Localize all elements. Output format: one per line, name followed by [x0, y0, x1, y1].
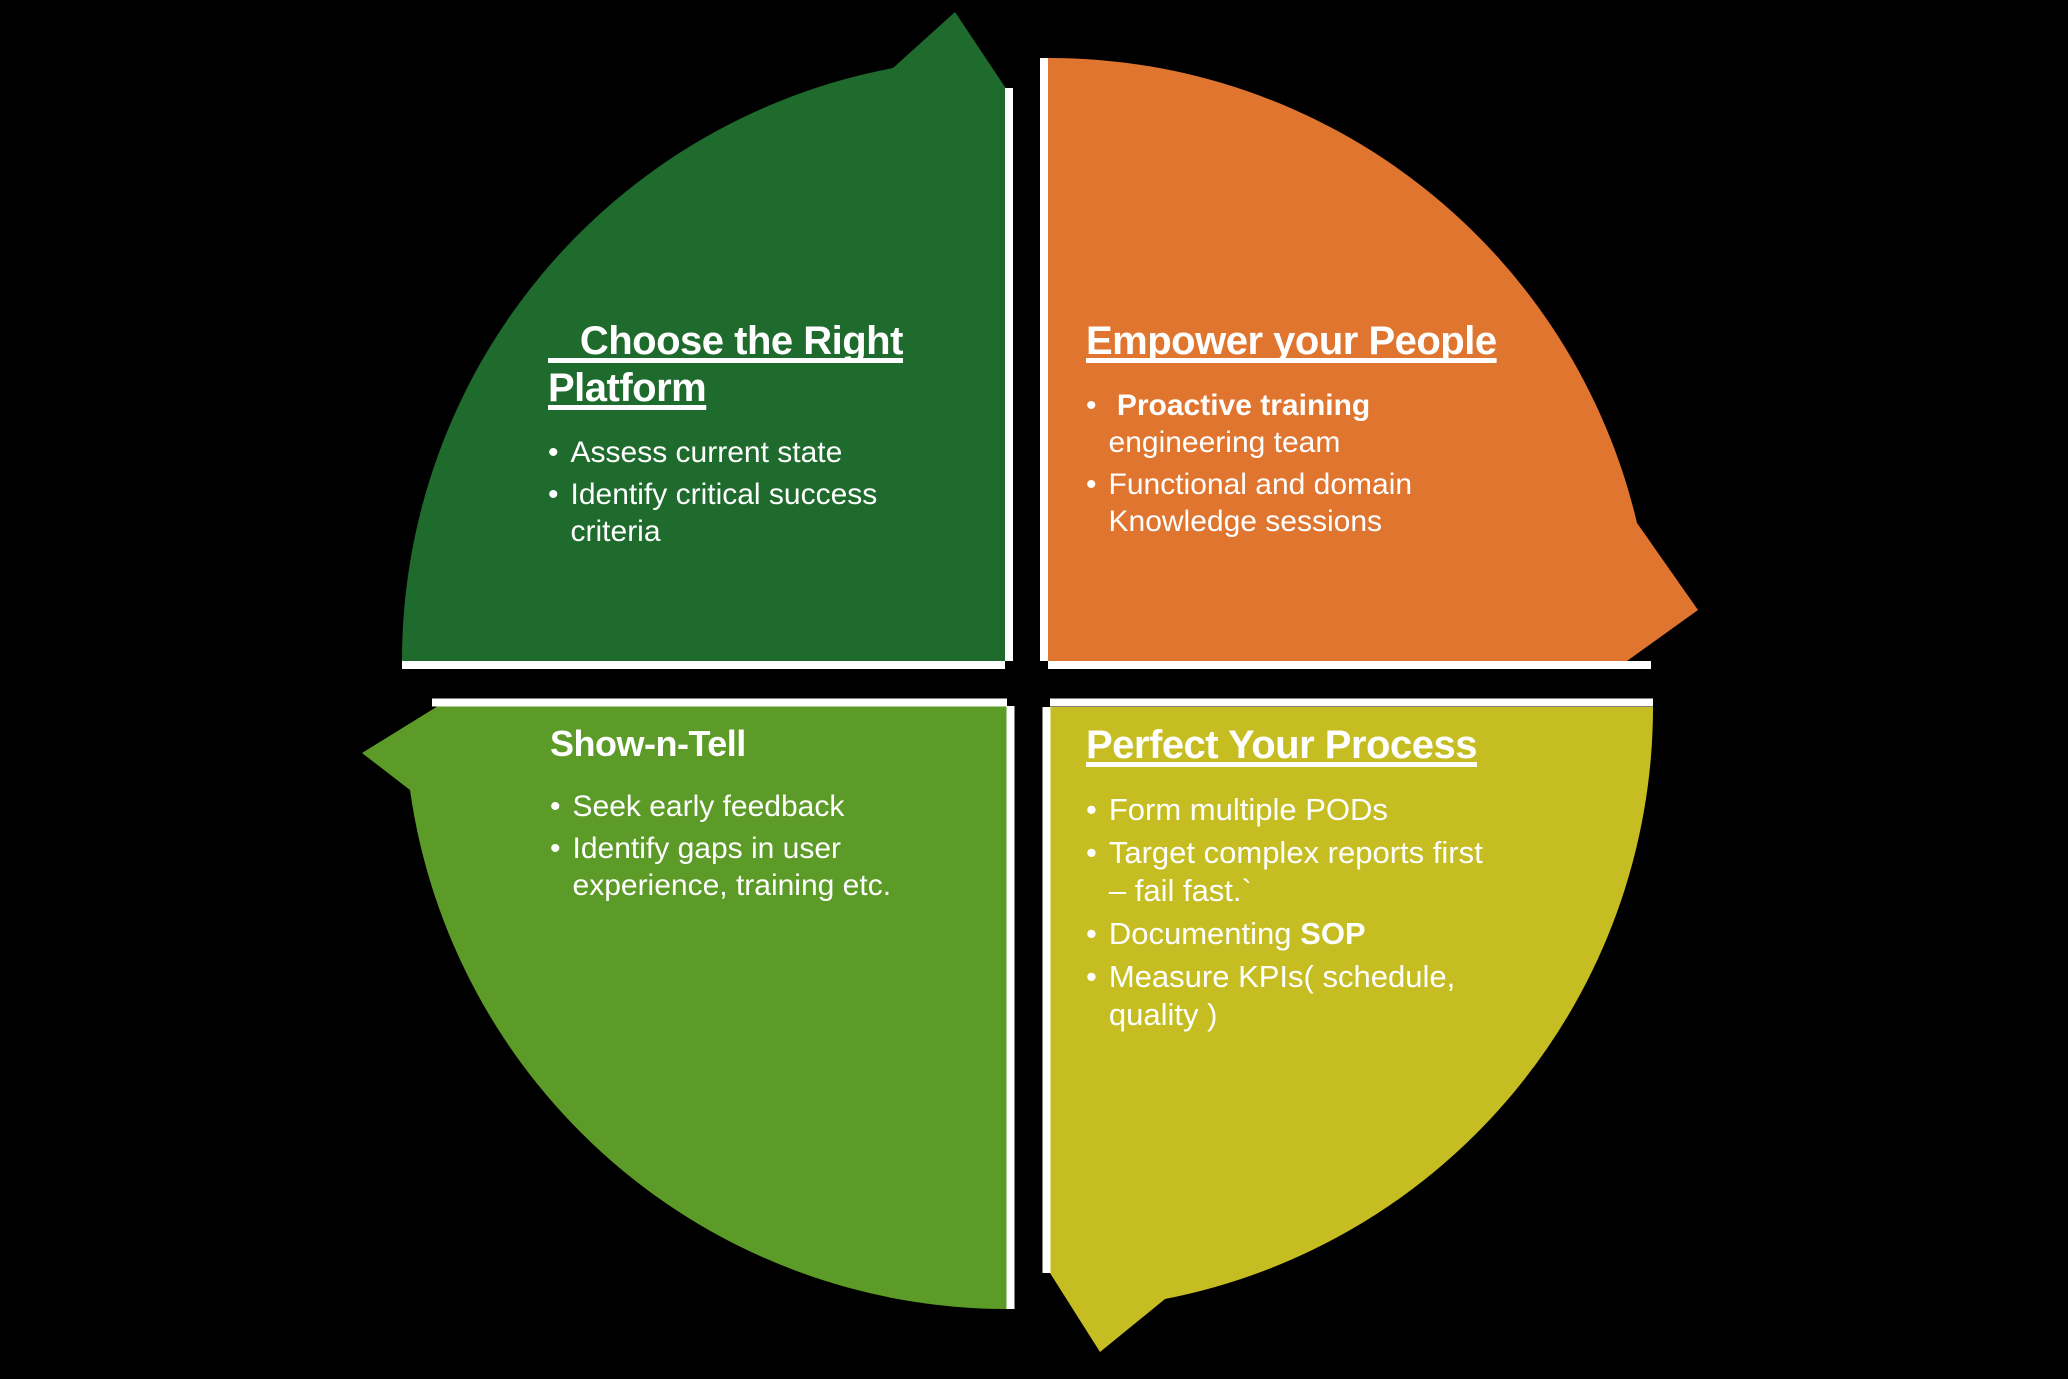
title-line: Perfect Your Process: [1086, 723, 1477, 767]
bullet-text: Target complex reports first – fail fast…: [1109, 834, 1626, 910]
bullet-line: quality ): [1108, 997, 1218, 1032]
title-line: Show-n-Tell: [550, 723, 746, 764]
bullet-icon: •: [550, 832, 561, 865]
bullet-text: Proactive training engineering team: [1109, 387, 1586, 461]
bullet-segment-bold: SOP: [1300, 916, 1366, 951]
bullet-line: engineering team: [1108, 426, 1341, 459]
bullet-line: experience, training etc.: [572, 869, 892, 902]
quadrant-title-show-n-tell: Show-n-Tell: [550, 722, 1030, 766]
title-line: Choose the Right: [548, 319, 904, 363]
quadrant-title-empower-people: Empower your People: [1086, 318, 1586, 365]
bullet-line: Form multiple PODs: [1108, 792, 1388, 827]
bullet-icon: •: [1086, 916, 1097, 951]
bullet-segment: Documenting: [1108, 916, 1301, 951]
bullet-icon: •: [1086, 835, 1097, 870]
bullet-icon: •: [1086, 959, 1097, 994]
quadrant-title-choose-platform: Choose the Right Platform: [548, 318, 1028, 412]
bullet-text: Seek early feedback: [573, 788, 1030, 825]
bullet-text: Form multiple PODs: [1109, 791, 1626, 829]
bullet-line: Knowledge sessions: [1108, 505, 1383, 538]
quadrant-choose-platform-text: Choose the Right Platform • Assess curre…: [548, 318, 1028, 550]
bullet-line: Assess current state: [570, 436, 843, 469]
list-item: • Identify gaps in user experience, trai…: [550, 830, 1030, 904]
list-item: • Proactive training engineering team: [1086, 387, 1586, 461]
bullet-text: Identify gaps in user experience, traini…: [573, 830, 1030, 904]
list-item: • Form multiple PODs: [1086, 791, 1626, 829]
title-line: Empower your People: [1086, 319, 1497, 363]
bullet-line: Identify gaps in user: [572, 832, 842, 865]
quadrant-perfect-process-shape: [1050, 707, 1653, 1352]
bullet-text: Identify critical success criteria: [571, 476, 1028, 550]
bullet-list: • Seek early feedback • Identify gaps in…: [550, 788, 1030, 904]
quadrant-show-n-tell-shape: [362, 706, 1007, 1309]
bullet-line: Measure KPIs( schedule,: [1108, 959, 1456, 994]
bullet-list: • Proactive training engineering team • …: [1086, 387, 1586, 540]
list-item: • Identify critical success criteria: [548, 476, 1028, 550]
bullet-line: Identify critical success: [570, 478, 878, 511]
quadrant-empower-people-text: Empower your People • Proactive training…: [1086, 318, 1586, 540]
bullet-line: criteria: [570, 515, 661, 548]
list-item: • Documenting SOP: [1086, 915, 1626, 953]
bullet-icon: •: [1086, 468, 1097, 501]
bullet-text: Functional and domain Knowledge sessions: [1109, 466, 1586, 540]
list-item: • Functional and domain Knowledge sessio…: [1086, 466, 1586, 540]
quadrant-choose-platform-shape: [401, 12, 1007, 661]
quadrant-empower-people-shape: [1048, 57, 1698, 661]
quadrant-perfect-process-text: Perfect Your Process • Form multiple POD…: [1086, 722, 1626, 1034]
quadrant-title-perfect-process: Perfect Your Process: [1086, 722, 1626, 769]
quadrant-edge-borders: [402, 58, 1653, 1309]
bullet-line: Target complex reports first: [1108, 835, 1483, 870]
title-line: Platform: [548, 366, 707, 410]
bullet-line: – fail fast.`: [1108, 873, 1252, 908]
bullet-list: • Form multiple PODs • Target complex re…: [1086, 791, 1626, 1034]
list-item: • Seek early feedback: [550, 788, 1030, 825]
bullet-icon: •: [548, 436, 559, 469]
list-item: • Assess current state: [548, 434, 1028, 471]
bullet-line: Functional and domain: [1108, 468, 1413, 501]
bullet-text: Assess current state: [571, 434, 1028, 471]
bullet-icon: •: [550, 790, 561, 823]
bullet-icon: •: [1086, 792, 1097, 827]
bullet-icon: •: [548, 478, 559, 511]
bullet-line: Documenting SOP: [1109, 915, 1626, 953]
list-item: • Target complex reports first – fail fa…: [1086, 834, 1626, 910]
bullet-line: Seek early feedback: [572, 790, 845, 823]
bullet-list: • Assess current state • Identify critic…: [548, 434, 1028, 550]
list-item: • Measure KPIs( schedule, quality ): [1086, 958, 1626, 1034]
bullet-line: Proactive training: [1108, 389, 1371, 422]
bullet-text: Documenting SOP: [1109, 915, 1626, 953]
quadrant-show-n-tell-text: Show-n-Tell • Seek early feedback • Iden…: [550, 722, 1030, 904]
bullet-icon: •: [1086, 389, 1097, 422]
bullet-text: Measure KPIs( schedule, quality ): [1109, 958, 1626, 1034]
